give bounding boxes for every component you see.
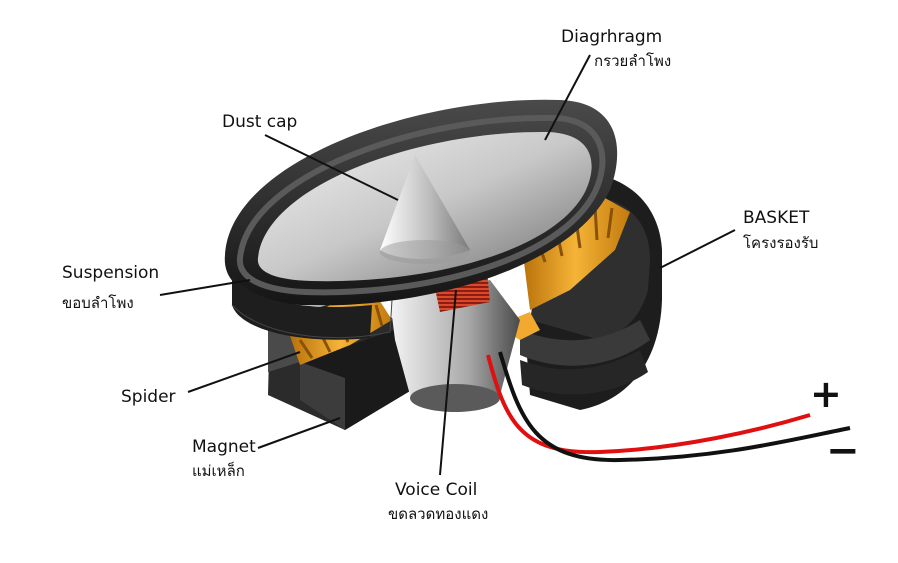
label-voice-coil-thai: ขดลวดทองแดง	[388, 505, 489, 523]
label-voice-coil: Voice Coil	[395, 480, 478, 500]
label-magnet-thai: แม่เหล็ก	[192, 462, 245, 480]
label-spider: Spider	[121, 387, 176, 407]
pole-piece	[390, 280, 520, 412]
label-basket-thai: โครงรองรับ	[743, 234, 819, 252]
leader-spider	[187, 351, 301, 393]
label-dust-cap: Dust cap	[222, 112, 298, 132]
leader-dust-cap	[264, 134, 399, 201]
positive-wire	[486, 354, 811, 455]
leader-basket	[659, 229, 736, 269]
label-diaphragm: Diagrhragm	[561, 27, 663, 47]
leader-magnet	[257, 417, 341, 449]
minus-terminal: −	[826, 428, 860, 474]
label-suspension: Suspension	[62, 263, 160, 283]
leader-voice-coil	[439, 289, 457, 476]
wires	[486, 351, 851, 463]
negative-wire	[498, 351, 851, 463]
label-basket: BASKET	[743, 208, 810, 228]
label-magnet: Magnet	[192, 437, 256, 457]
leader-lines	[159, 54, 736, 476]
label-suspension-thai: ขอบลำโพง	[62, 294, 134, 312]
label-diaphragm-thai: กรวยลำโพง	[594, 52, 672, 70]
plus-terminal: +	[810, 372, 842, 416]
leader-diaphragm	[544, 54, 591, 141]
dust-cap	[380, 155, 470, 264]
leader-suspension	[159, 279, 251, 296]
